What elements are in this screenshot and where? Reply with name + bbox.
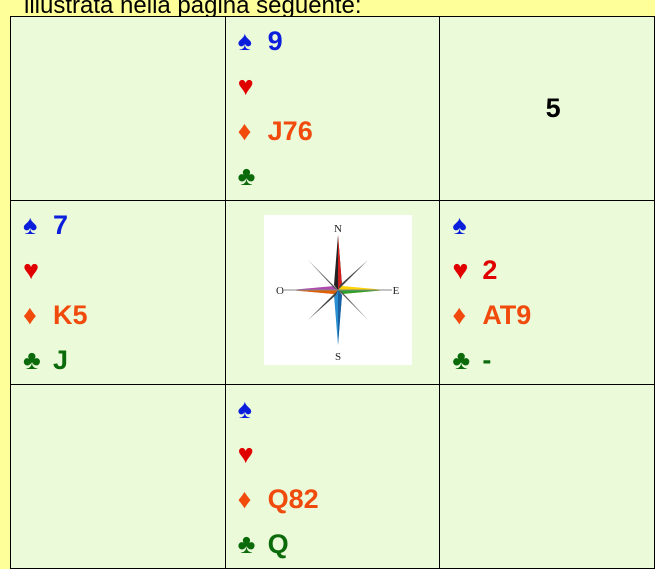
bridge-deal-grid: ♠9 ♥ ♦J76 ♣ 5 ♠7 ♥ ♦K5 ♣J bbox=[10, 16, 655, 569]
east-diamonds: AT9 bbox=[482, 300, 531, 330]
west-diamonds-line: ♦K5 bbox=[23, 293, 225, 338]
west-spades-line: ♠7 bbox=[23, 203, 225, 248]
club-icon: ♣ bbox=[238, 522, 268, 567]
south-diamonds-line: ♦Q82 bbox=[238, 477, 440, 522]
heart-icon: ♥ bbox=[23, 248, 53, 293]
diamond-icon: ♦ bbox=[238, 477, 268, 522]
compass-cell: N S E O bbox=[225, 201, 440, 385]
south-diamonds: Q82 bbox=[268, 484, 319, 514]
heart-icon: ♥ bbox=[452, 248, 482, 293]
west-diamonds: K5 bbox=[53, 300, 88, 330]
spade-icon: ♠ bbox=[452, 203, 482, 248]
diamond-icon: ♦ bbox=[238, 109, 268, 154]
east-clubs: - bbox=[482, 345, 491, 375]
east-hearts: 2 bbox=[482, 255, 497, 285]
top-right-number: 5 bbox=[440, 17, 655, 201]
trick-count: 5 bbox=[546, 93, 561, 123]
south-clubs-line: ♣Q bbox=[238, 522, 440, 567]
east-hearts-line: ♥2 bbox=[452, 248, 654, 293]
diamond-icon: ♦ bbox=[23, 293, 53, 338]
club-icon: ♣ bbox=[238, 154, 268, 199]
west-hearts-line: ♥ bbox=[23, 248, 225, 293]
east-clubs-line: ♣- bbox=[452, 338, 654, 383]
north-clubs-line: ♣ bbox=[238, 154, 440, 199]
east-spades-line: ♠ bbox=[452, 203, 654, 248]
empty-cell-top-left bbox=[11, 17, 226, 201]
spade-icon: ♠ bbox=[23, 203, 53, 248]
north-spades: 9 bbox=[268, 26, 283, 56]
south-clubs: Q bbox=[268, 529, 289, 559]
north-diamonds-line: ♦J76 bbox=[238, 109, 440, 154]
empty-cell-bottom-right bbox=[440, 385, 655, 569]
west-clubs: J bbox=[53, 345, 68, 375]
compass-north-label: N bbox=[335, 223, 343, 235]
heart-icon: ♥ bbox=[238, 432, 268, 477]
west-hand: ♠7 ♥ ♦K5 ♣J bbox=[11, 201, 226, 385]
north-hearts-line: ♥ bbox=[238, 64, 440, 109]
compass-east-label: E bbox=[393, 285, 400, 297]
spade-icon: ♠ bbox=[238, 387, 268, 432]
north-spades-line: ♠9 bbox=[238, 19, 440, 64]
club-icon: ♣ bbox=[23, 338, 53, 383]
east-hand: ♠ ♥2 ♦AT9 ♣- bbox=[440, 201, 655, 385]
north-hand: ♠9 ♥ ♦J76 ♣ bbox=[225, 17, 440, 201]
club-icon: ♣ bbox=[452, 338, 482, 383]
east-diamonds-line: ♦AT9 bbox=[452, 293, 654, 338]
south-spades-line: ♠ bbox=[238, 387, 440, 432]
north-diamonds: J76 bbox=[268, 116, 313, 146]
compass-south-label: S bbox=[335, 351, 341, 363]
south-hand: ♠ ♥ ♦Q82 ♣Q bbox=[225, 385, 440, 569]
compass-west-label: O bbox=[277, 285, 285, 297]
heart-icon: ♥ bbox=[238, 64, 268, 109]
spade-icon: ♠ bbox=[238, 19, 268, 64]
compass-rose-icon: N S E O bbox=[264, 215, 412, 365]
west-spades: 7 bbox=[53, 210, 68, 240]
west-clubs-line: ♣J bbox=[23, 338, 225, 383]
south-hearts-line: ♥ bbox=[238, 432, 440, 477]
empty-cell-bottom-left bbox=[11, 385, 226, 569]
diamond-icon: ♦ bbox=[452, 293, 482, 338]
